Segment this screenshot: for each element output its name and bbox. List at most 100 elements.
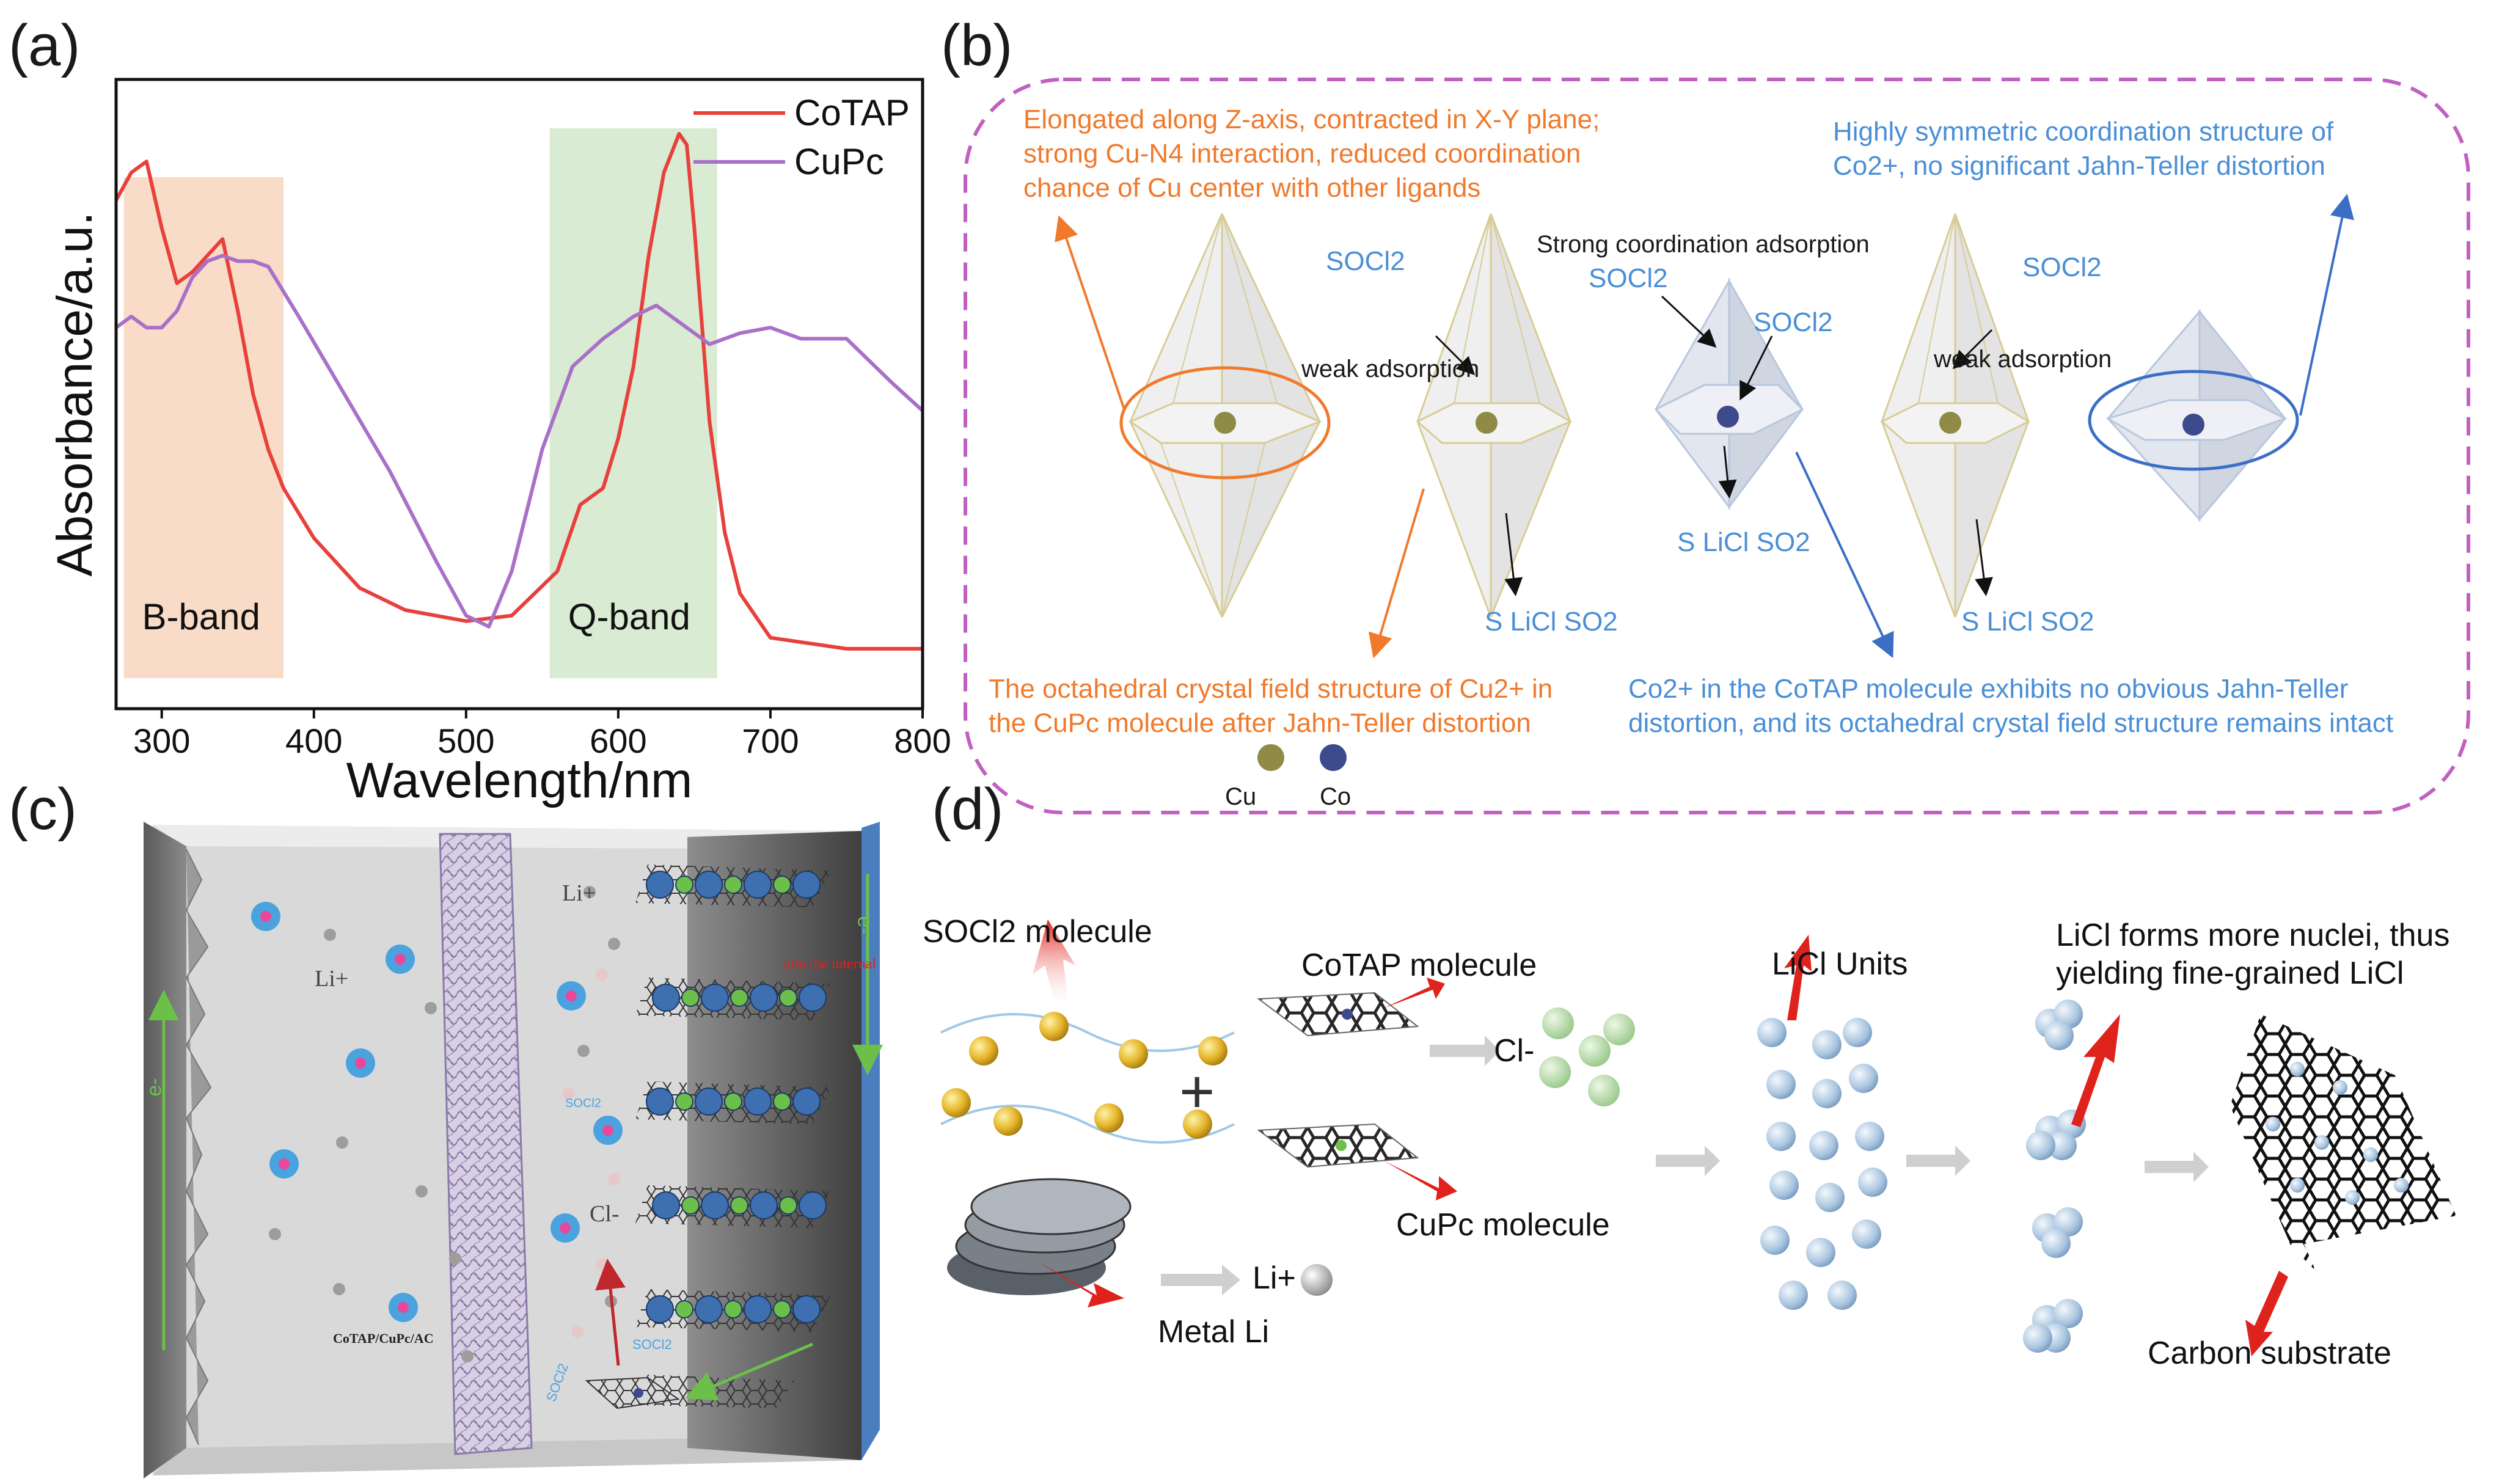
layer-sphere	[792, 871, 821, 899]
products-label-1: S LiCl SO2	[1677, 527, 1810, 557]
layer-sphere	[724, 1300, 742, 1318]
layer-sphere	[675, 1092, 693, 1111]
x-axis-label: Wavelength/nm	[346, 753, 693, 808]
x-tick-label-400: 400	[285, 722, 342, 760]
material-label: CoTAP/CuPc/AC	[333, 1331, 434, 1346]
li-plus-label-c2: Li+	[562, 880, 596, 906]
layer-sphere	[652, 1191, 680, 1219]
cu-note: Elongated along Z-axis, contracted in X-…	[1023, 104, 1600, 203]
metal-li-label: Metal Li	[1158, 1314, 1270, 1350]
layer-sphere	[724, 1092, 742, 1111]
x-tick-label-700: 700	[742, 722, 799, 760]
series-line-cupc	[115, 254, 924, 629]
layer-sphere	[792, 1295, 821, 1323]
legend-co-label: Co	[1320, 783, 1352, 810]
layer-sphere	[779, 1196, 797, 1215]
licl-units	[1757, 1018, 1887, 1310]
layer-sphere	[681, 989, 700, 1007]
socl2-label-2: SOCl2	[1589, 263, 1668, 293]
li-ions	[251, 902, 623, 1322]
layer-sphere	[701, 1191, 729, 1219]
panel-letter-c: (c)	[9, 777, 77, 842]
layer-sphere	[730, 989, 748, 1007]
elongated-octahedron-3	[1880, 213, 2031, 618]
cell-schematic	[144, 822, 883, 1479]
layer-sphere	[695, 1087, 723, 1116]
cu-octahedron-2	[1368, 213, 1573, 659]
layer-sphere	[773, 1300, 791, 1318]
panel-letter-d: (d)	[932, 777, 1004, 842]
layer-sphere	[750, 984, 778, 1012]
cl-minus-label-c: Cl-	[590, 1201, 620, 1227]
layer-sphere	[744, 1087, 772, 1116]
legend-label-cotap: CoTAP	[794, 92, 910, 133]
layer-sphere	[695, 1295, 723, 1323]
layer-sphere	[799, 1191, 827, 1219]
layer-sphere	[701, 984, 729, 1012]
cupc-molecule-graphic	[1257, 1123, 1419, 1168]
layer-sphere	[652, 984, 680, 1012]
weak-adsorption-label-2: weak adsorption	[1934, 346, 2112, 373]
li-plus-sphere	[1301, 1264, 1333, 1296]
socl2-label-c-a: SOCl2	[565, 1097, 601, 1110]
x-tick-label-300: 300	[133, 722, 190, 760]
octahedra-diagram	[964, 78, 2470, 814]
layer-sphere	[773, 875, 791, 894]
separator	[439, 833, 533, 1455]
into-internal-label: into the internal	[783, 956, 876, 972]
panel-b-border	[964, 78, 2470, 814]
electrolyte-spheres	[269, 886, 620, 1362]
electron-label-right: e-	[853, 916, 877, 935]
y-axis-label: Absorbance/a.u.	[47, 211, 103, 576]
cu-octahedron-1	[1055, 213, 1331, 618]
co-note: Highly symmetric coordination structure …	[1833, 117, 2334, 181]
layer-sphere	[646, 871, 674, 899]
cu-bottom-note: The octahedral crystal field structure o…	[989, 674, 1553, 738]
products-label-2: S LiCl SO2	[1485, 607, 1618, 637]
series-line-cotap	[114, 132, 923, 651]
layer-sphere	[792, 1087, 821, 1116]
x-tick-label-800: 800	[894, 722, 951, 760]
catalyst-molecule	[585, 1376, 680, 1409]
layer-sphere	[744, 871, 772, 899]
mechanism-diagram	[940, 919, 2456, 1356]
layer-sphere	[681, 1196, 700, 1215]
strong-adsorption-label: Strong coordination adsorption	[1537, 231, 1870, 258]
socl2-label-1: SOCl2	[1326, 246, 1405, 276]
region-q-band	[549, 128, 717, 678]
panel-letter-b: (b)	[941, 13, 1013, 78]
cotap-molecule-graphic	[1257, 992, 1419, 1037]
legend-cu-atom	[1257, 744, 1284, 771]
co-octahedron-2	[2088, 194, 2354, 522]
x-tick-label-600: 600	[590, 722, 646, 760]
licl-units-label: LiCl Units	[1772, 946, 1908, 982]
layer-sphere	[744, 1295, 772, 1323]
socl2-label-3: SOCl2	[1754, 307, 1833, 337]
chart-frame	[114, 78, 924, 711]
socl2-molecules	[942, 1012, 1227, 1139]
layer-sphere	[799, 984, 827, 1012]
layer-sphere	[646, 1087, 674, 1116]
socl2-label-4: SOCl2	[2022, 252, 2102, 282]
cotap-molecule-label: CoTAP molecule	[1301, 948, 1537, 983]
cl-minus-label-d: Cl-	[1494, 1033, 1535, 1069]
socl2-arrow	[1033, 919, 1075, 1011]
socl2-label-c-b: SOCl2	[632, 1337, 672, 1352]
socl2-molecule-label: SOCl2 molecule	[923, 914, 1152, 949]
licl-nuclei-label: LiCl forms more nuclei, thus yielding fi…	[2056, 918, 2450, 991]
co-bottom-note: Co2+ in the CoTAP molecule exhibits no o…	[1628, 674, 2394, 738]
electron-label-left: e-	[142, 1078, 166, 1097]
weak-adsorption-label-1: weak adsorption	[1301, 356, 1480, 382]
region-label-b-band: B-band	[142, 596, 260, 637]
layer-sphere	[675, 875, 693, 894]
products-label-3: S LiCl SO2	[1961, 607, 2094, 637]
plus-sign: +	[1179, 1058, 1215, 1126]
carbon-substrate-label: Carbon substrate	[2148, 1336, 2391, 1371]
li-plus-label-d: Li+	[1253, 1260, 1296, 1296]
layer-sphere	[724, 875, 742, 894]
layer-sphere	[695, 871, 723, 899]
